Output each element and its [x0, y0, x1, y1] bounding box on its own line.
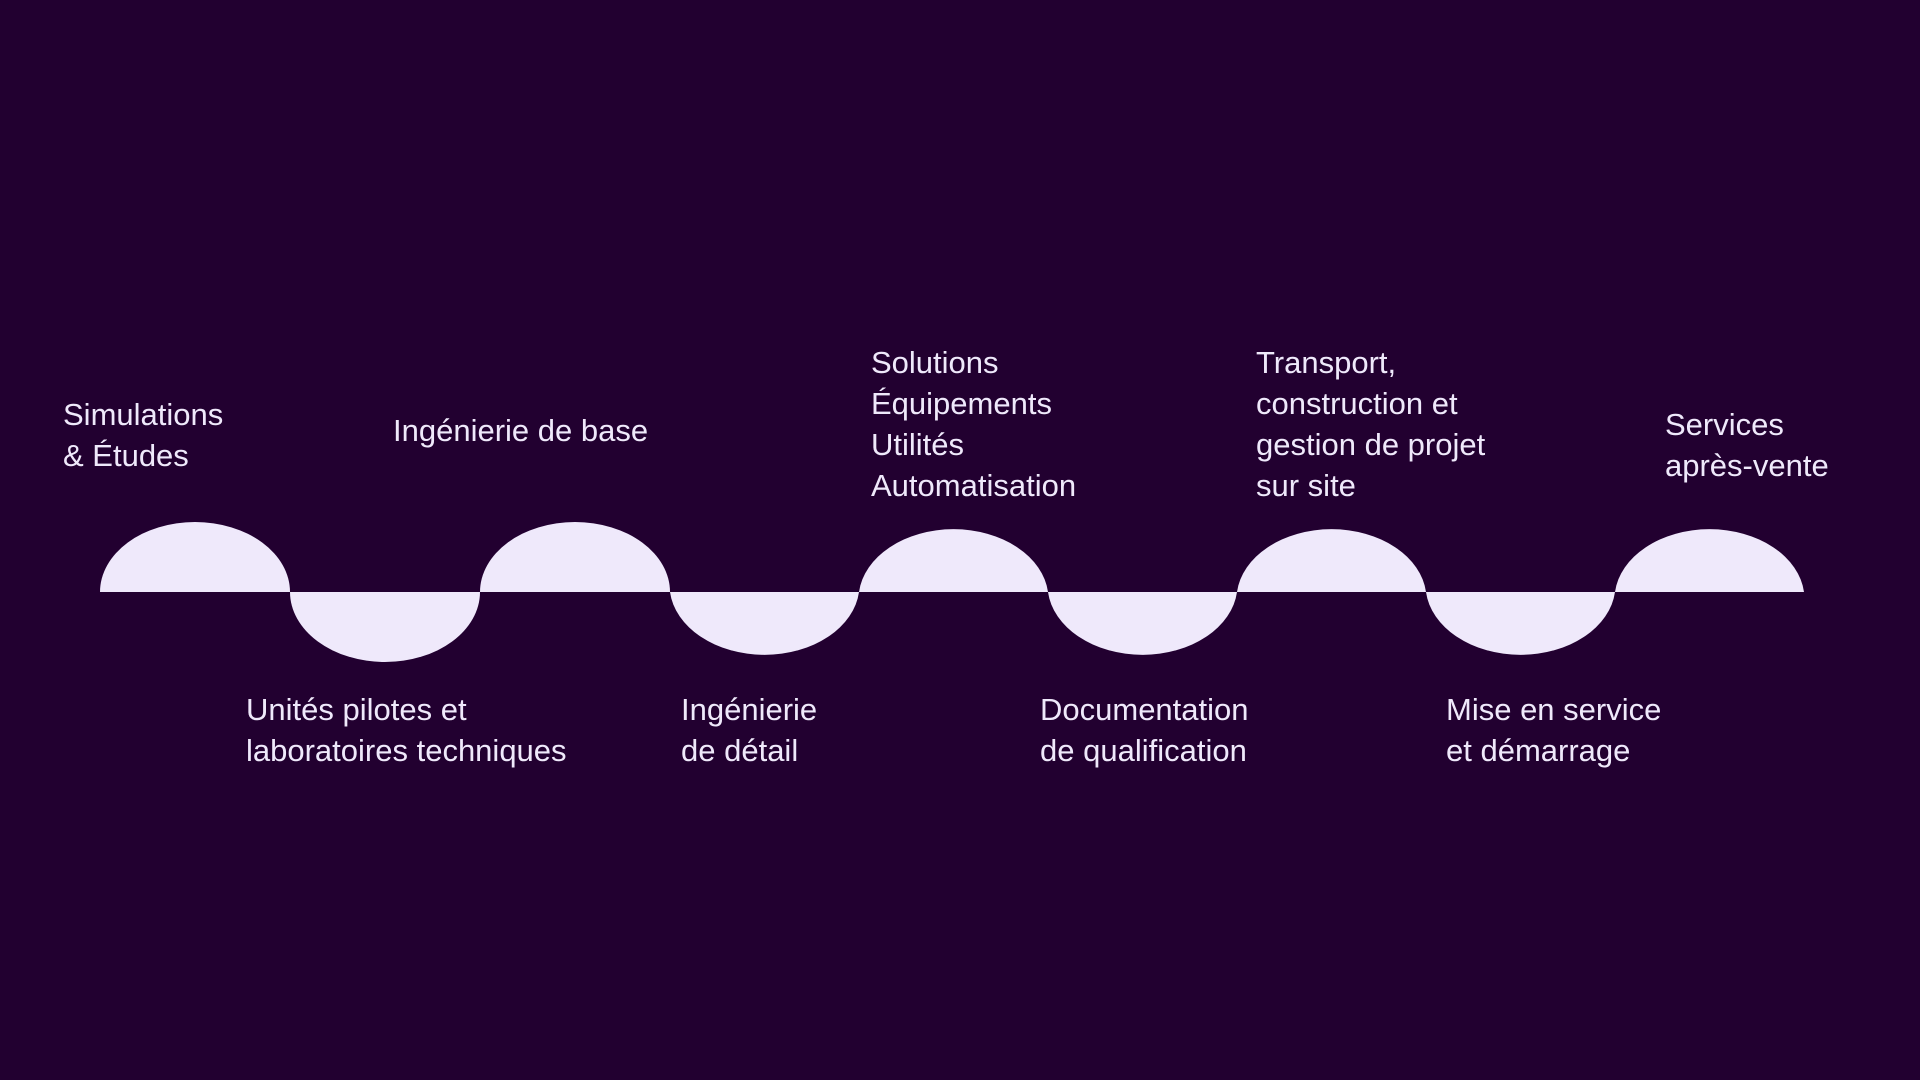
step-label-unites-pilotes: Unités pilotes et laboratoires technique…	[246, 689, 567, 771]
step-label-line: Équipements	[871, 386, 1052, 421]
step-label-line: Documentation	[1040, 692, 1249, 727]
step-label-services-apres-vente: Services après-vente	[1665, 404, 1829, 486]
step-label-line: après-vente	[1665, 448, 1829, 483]
step-label-line: de détail	[681, 733, 799, 768]
semicircle-up-1	[100, 522, 290, 592]
step-label-line: laboratoires techniques	[246, 733, 567, 768]
step-label-line: Ingénierie de base	[393, 413, 649, 448]
step-label-line: & Études	[63, 438, 189, 473]
step-label-line: Transport,	[1256, 345, 1397, 380]
step-label-simulations-etudes: Simulations & Études	[63, 394, 223, 476]
step-label-line: Simulations	[63, 397, 224, 432]
step-label-line: Automatisation	[871, 468, 1077, 503]
step-label-line: construction et	[1256, 386, 1458, 421]
step-label-line: sur site	[1256, 468, 1356, 503]
step-label-solutions: Solutions Équipements Utilités Automatis…	[871, 342, 1076, 506]
semicircle-down-4	[1426, 592, 1615, 655]
step-label-mise-en-service: Mise en service et démarrage	[1446, 689, 1661, 771]
step-label-line: Utilités	[871, 427, 965, 462]
semicircle-up-3	[859, 529, 1048, 592]
semicircle-down-3	[1048, 592, 1237, 655]
semicircle-up-5	[1615, 529, 1804, 592]
step-label-transport-construction: Transport, construction et gestion de pr…	[1256, 342, 1485, 506]
step-label-line: Solutions	[871, 345, 999, 380]
step-label-documentation-qualification: Documentation de qualification	[1040, 689, 1249, 771]
semicircle-up-4	[1237, 529, 1426, 592]
semicircle-down-1	[290, 592, 480, 662]
step-label-line: et démarrage	[1446, 733, 1631, 768]
step-label-line: Unités pilotes et	[246, 692, 467, 727]
semicircle-down-2	[670, 592, 859, 655]
step-label-line: Mise en service	[1446, 692, 1662, 727]
step-label-ingenierie-de-base: Ingénierie de base	[393, 410, 648, 451]
step-label-ingenierie-de-detail: Ingénierie de détail	[681, 689, 817, 771]
step-label-line: Services	[1665, 407, 1784, 442]
step-label-line: Ingénierie	[681, 692, 818, 727]
step-label-line: de qualification	[1040, 733, 1247, 768]
semicircle-up-2	[480, 522, 670, 592]
step-label-line: gestion de projet	[1256, 427, 1486, 462]
